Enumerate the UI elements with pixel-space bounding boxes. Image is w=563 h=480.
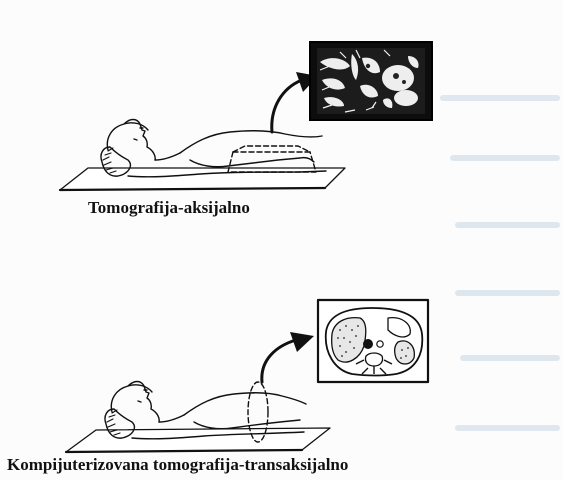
ct-scan-abdomen-crosssection-icon xyxy=(318,300,428,382)
caption-axial: Tomografija-aksijalno xyxy=(88,198,250,218)
panel-axial xyxy=(60,72,345,190)
caption-transaxial: Kompijuterizovana tomografija-transaksij… xyxy=(7,455,348,475)
arrow-to-transaxial-scan xyxy=(262,332,314,382)
background-show-through xyxy=(440,95,560,431)
ct-scan-chest-xray-icon xyxy=(310,42,432,120)
scanner-table-2 xyxy=(66,428,330,452)
panel-transaxial xyxy=(66,332,330,452)
